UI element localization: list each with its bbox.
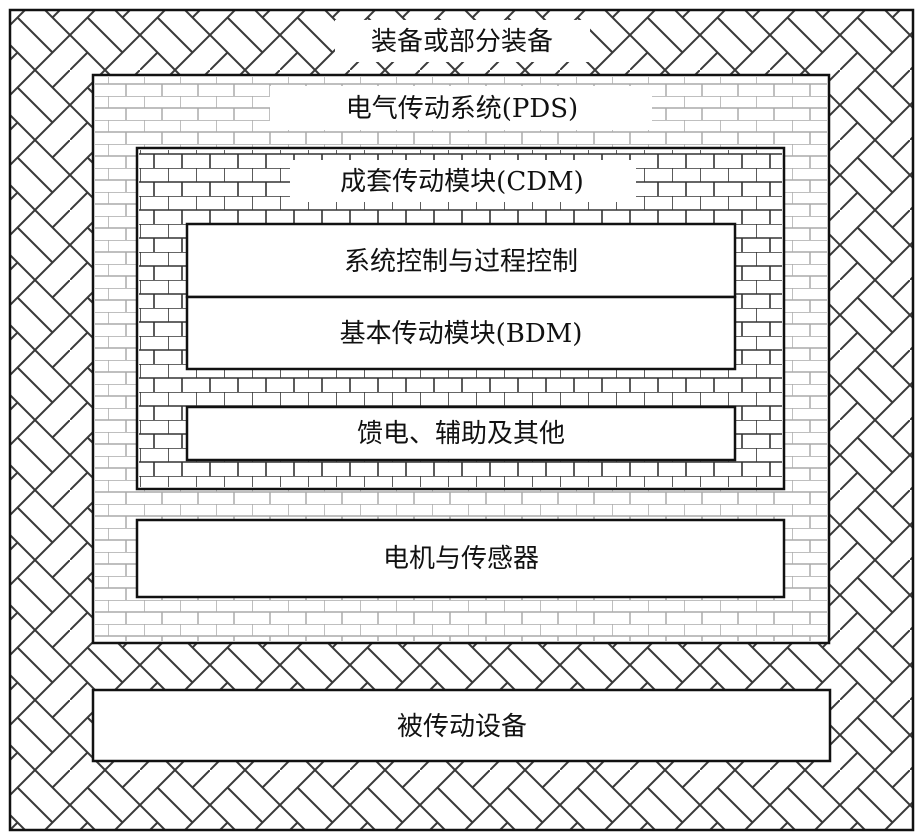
feeder-label: 馈电、辅助及其他: [357, 419, 565, 449]
pds-label-bg: [270, 86, 652, 130]
feeder-box: [185, 405, 737, 462]
bdm-box: [185, 295, 737, 371]
motor-sensor-box: [135, 518, 786, 599]
equipment-label-bg: [335, 20, 590, 62]
driven-equipment-label: 被传动设备: [397, 712, 527, 742]
system-control-label: 系统控制与过程控制: [344, 247, 578, 277]
pds-label: 电气传动系统(PDS): [346, 94, 578, 124]
cdm-label-bg: [290, 160, 636, 202]
system-control-box: [185, 222, 737, 299]
equipment-label: 装备或部分装备: [371, 27, 553, 57]
bdm-label: 基本传动模块(BDM): [340, 319, 583, 349]
cdm-label: 成套传动模块(CDM): [340, 167, 584, 197]
driven-equipment-box: [91, 688, 832, 763]
motor-sensor-label: 电机与传感器: [383, 544, 539, 574]
